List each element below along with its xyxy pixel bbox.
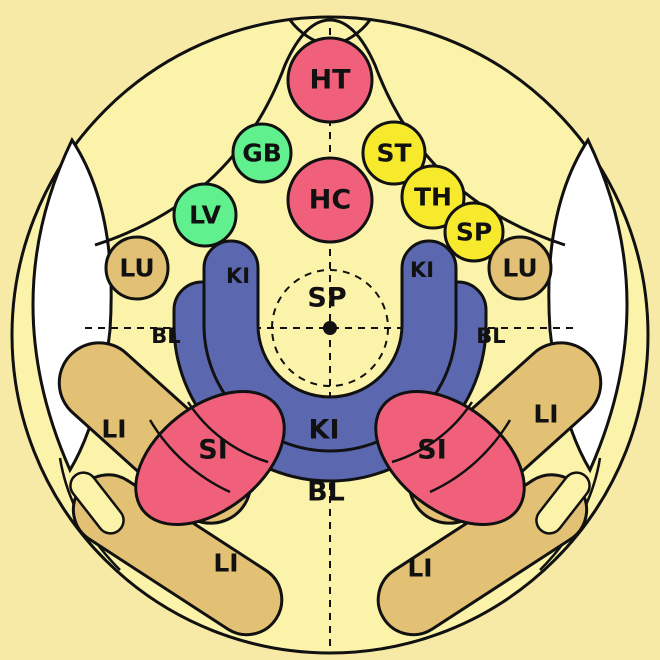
label-hc: HC [309,185,351,216]
ht-zone [286,36,374,124]
st-zone [361,120,427,186]
label-ki-left: KI [226,264,250,288]
lu-left-zone [104,235,170,301]
label-ki-right: KI [410,258,434,282]
label-bl-bottom: BL [307,477,345,508]
si-left-arc-lines [148,401,269,494]
label-bl-right: BL [476,324,505,348]
th-zone [400,164,466,230]
sp-center-ring [271,269,389,387]
label-bl-left: BL [151,324,180,348]
navel-dot [323,321,337,335]
label-si-left: SI [198,435,228,466]
label-li-lower-right: LI [407,554,432,583]
label-ki-bottom: KI [309,415,340,446]
si-right-zone [374,390,526,526]
si-left-zone [134,390,286,526]
label-th: TH [414,183,452,212]
lv-zone [172,182,238,248]
label-si-right: SI [417,435,447,466]
label-lu-left: LU [119,254,154,283]
si-right-arc-lines [391,401,512,494]
li-lower-right-zone [376,471,591,637]
label-li-upper-left: LI [101,415,126,444]
label-lv: LV [189,201,221,230]
hc-zone [286,156,374,244]
label-sp-center: SP [307,283,346,314]
label-gb: GB [242,139,282,168]
gb-zone [231,122,293,184]
label-st: ST [376,139,411,168]
sp-upper-zone [443,201,505,263]
li-lower-left-zone [69,471,284,637]
label-li-upper-right: LI [533,400,558,429]
label-li-lower-left: LI [213,549,238,578]
label-lu-right: LU [502,254,537,283]
label-ht: HT [309,65,351,96]
label-sp-upper: SP [456,218,492,247]
lu-right-zone [487,235,553,301]
